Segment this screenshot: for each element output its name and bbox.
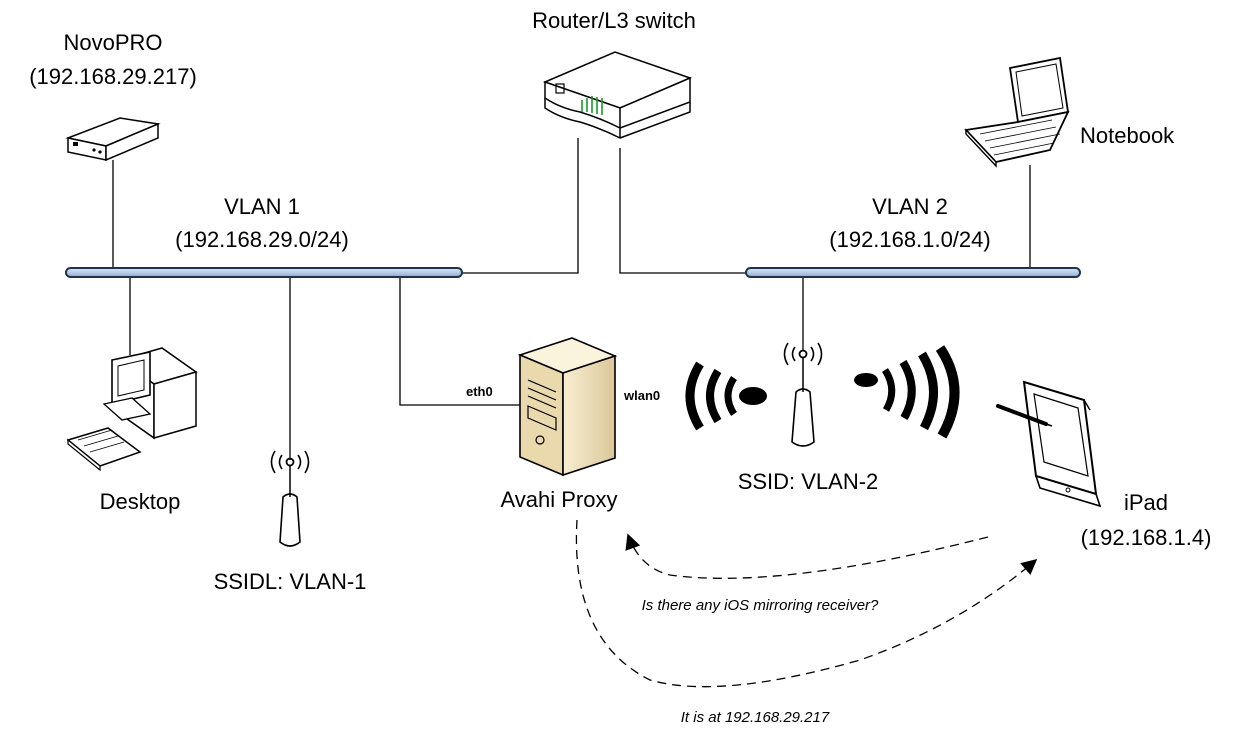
vlan2-subnet-label: (192.168.1.0/24): [829, 227, 990, 252]
server-icon: [517, 337, 618, 477]
avahi-eth0-link: [399, 275, 520, 406]
ipad-label: iPad: [1124, 490, 1168, 515]
ap-vlan2-label: SSID: VLAN-2: [738, 469, 879, 494]
desktop-label: Desktop: [100, 489, 181, 514]
wlan0-label: wlan0: [623, 388, 660, 403]
wireless-signal-icon: [685, 361, 767, 431]
ipad-ip-label: (192.168.1.4): [1081, 525, 1212, 550]
avahi-label: Avahi Proxy: [501, 487, 618, 512]
vlan2-bus: [745, 267, 1081, 278]
router-label: Router/L3 switch: [532, 8, 696, 33]
wireless-access-point-icon: [270, 450, 310, 547]
notebook-label: Notebook: [1080, 123, 1175, 148]
eth0-label: eth0: [466, 384, 493, 399]
wireless-signal-icon: [854, 345, 960, 439]
tablet-icon: [996, 380, 1102, 508]
reply-arrow: [575, 519, 1038, 688]
laptop-icon: [964, 56, 1070, 168]
query-message-label: Is there any iOS mirroring receiver?: [642, 597, 879, 614]
router-vlan2-link: [619, 148, 748, 274]
wireless-access-point-icon: [783, 342, 823, 447]
desktop-computer-icon: [66, 347, 198, 472]
vlan1-subnet-label: (192.168.29.0/24): [175, 227, 349, 252]
query-arrow: [625, 533, 989, 579]
connections: [112, 138, 1031, 460]
vlan1-name-label: VLAN 1: [224, 194, 300, 219]
novopro-label: NovoPRO: [63, 30, 162, 55]
vlan1-bus: [65, 267, 463, 278]
ap-vlan1-label: SSIDL: VLAN-1: [214, 569, 367, 594]
reply-message-label: It is at 192.168.29.217: [681, 709, 830, 726]
media-box-icon: [65, 117, 161, 162]
router-vlan1-link: [460, 138, 579, 274]
novopro-ip-label: (192.168.29.217): [29, 64, 197, 89]
router-icon: [542, 51, 693, 139]
vlan2-name-label: VLAN 2: [872, 194, 948, 219]
